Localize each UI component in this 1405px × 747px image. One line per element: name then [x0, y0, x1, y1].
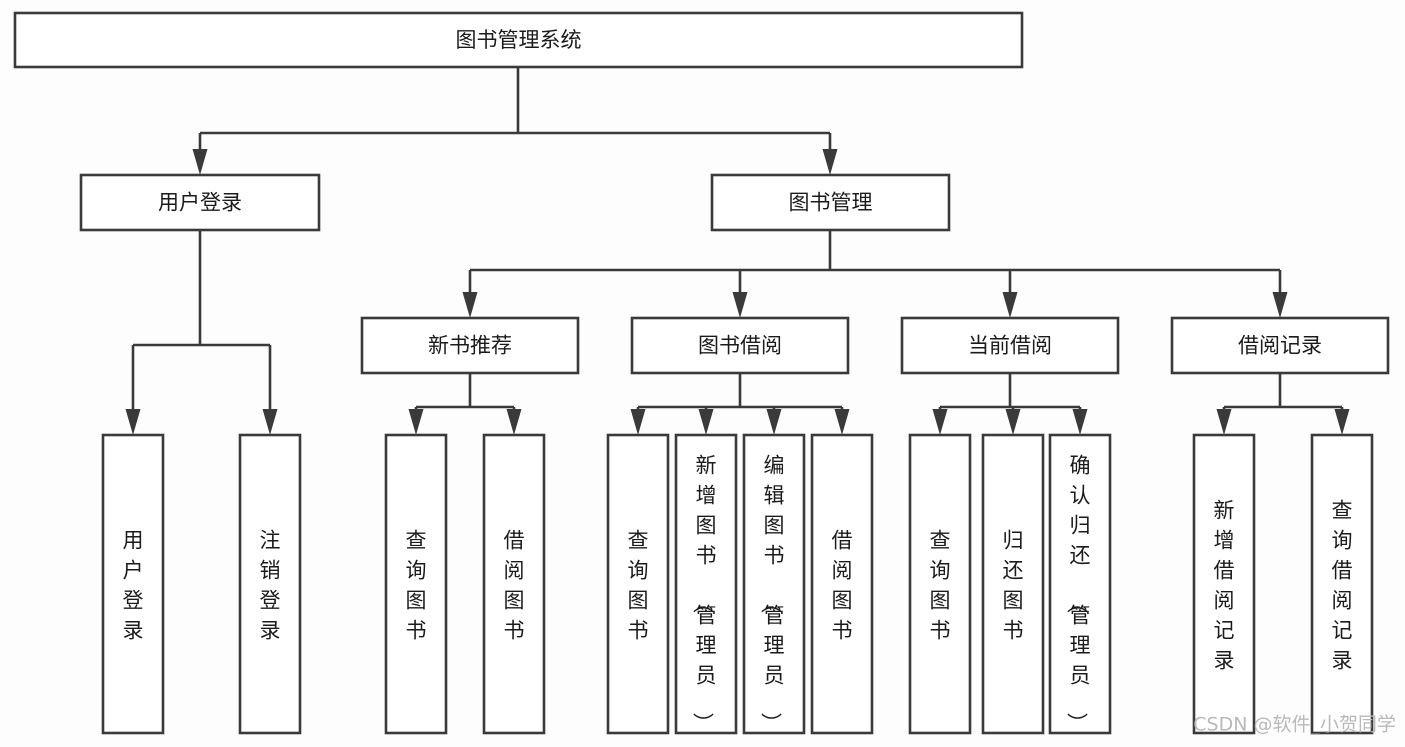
node-leaf-query-book-1-label: 查询图书 [406, 528, 427, 642]
node-leaf-add-book-box[interactable] [674, 433, 738, 735]
book-borrow-leaf-arrow-3-head [834, 409, 850, 435]
node-leaf-user-login[interactable]: 用户登录 [101, 433, 165, 735]
node-book-borrow[interactable]: 图书借阅 [630, 316, 850, 375]
node-leaf-query-book-1-box[interactable] [384, 433, 448, 735]
root-arrow-1-head [822, 149, 838, 175]
node-leaf-borrow-book-1-box[interactable] [482, 433, 546, 735]
node-current-borrow-box[interactable] [900, 316, 1120, 375]
node-leaf-add-book-label: 新增图书（管理员） [691, 453, 717, 733]
node-leaf-edit-book-box[interactable] [742, 433, 806, 735]
node-user-login[interactable]: 用户登录 [79, 173, 321, 232]
node-leaf-return-book-label: 归还图书 [1003, 528, 1024, 642]
borrow-record-leaf-arrow-1-head [1334, 409, 1350, 435]
node-leaf-query-record[interactable]: 查询借阅记录 [1310, 433, 1374, 735]
node-leaf-confirm-return[interactable]: 确认归还（管理员） [1048, 433, 1112, 735]
csdn-watermark: CSDN @软件_小贺同学 [1193, 714, 1396, 736]
node-borrow-record-box[interactable] [1170, 316, 1390, 375]
node-leaf-query-book-3[interactable]: 查询图书 [908, 433, 972, 735]
node-leaf-return-book[interactable]: 归还图书 [981, 433, 1045, 735]
node-leaf-add-record[interactable]: 新增借阅记录 [1192, 433, 1256, 735]
book-manage-arrow-2-head [1002, 292, 1018, 318]
node-leaf-borrow-book-2-box[interactable] [810, 433, 874, 735]
node-leaf-query-book-1[interactable]: 查询图书 [384, 433, 448, 735]
node-current-borrow-label: 当前借阅 [968, 334, 1052, 358]
node-leaf-borrow-book-2[interactable]: 借阅图书 [810, 433, 874, 735]
node-leaf-confirm-return-box[interactable] [1048, 433, 1112, 735]
node-leaf-logout[interactable]: 注销登录 [238, 433, 302, 735]
node-book-manage[interactable]: 图书管理 [710, 173, 951, 232]
node-leaf-user-login-box[interactable] [101, 433, 165, 735]
node-borrow-record-label: 借阅记录 [1238, 334, 1322, 358]
node-leaf-borrow-book-2-label: 借阅图书 [832, 528, 853, 642]
node-root-label: 图书管理系统 [456, 28, 582, 52]
borrow-record-leaf-arrow-0-head [1216, 409, 1232, 435]
node-borrow-record[interactable]: 借阅记录 [1170, 316, 1390, 375]
connector-layer [125, 67, 1350, 435]
node-book-borrow-label: 图书借阅 [698, 334, 782, 358]
node-leaf-query-book-2[interactable]: 查询图书 [606, 433, 670, 735]
current-borrow-leaf-arrow-2-head [1072, 409, 1088, 435]
book-manage-arrow-0-head [462, 292, 478, 318]
node-leaf-borrow-book-1-label: 借阅图书 [504, 528, 525, 642]
node-leaf-borrow-book-1[interactable]: 借阅图书 [482, 433, 546, 735]
node-user-login-label: 用户登录 [158, 191, 242, 215]
node-new-book-rec[interactable]: 新书推荐 [360, 316, 580, 375]
user-login-leaf-arrow-0-head [125, 409, 141, 435]
node-leaf-logout-label: 注销登录 [260, 528, 281, 642]
node-user-login-box[interactable] [79, 173, 321, 232]
node-leaf-query-book-2-box[interactable] [606, 433, 670, 735]
node-leaf-return-book-box[interactable] [981, 433, 1045, 735]
node-leaf-logout-box[interactable] [238, 433, 302, 735]
node-current-borrow[interactable]: 当前借阅 [900, 316, 1120, 375]
node-book-manage-label: 图书管理 [789, 191, 873, 215]
node-book-manage-box[interactable] [710, 173, 951, 232]
node-leaf-query-record-box[interactable] [1310, 433, 1374, 735]
node-leaf-query-book-3-box[interactable] [908, 433, 972, 735]
node-leaf-query-book-2-label: 查询图书 [628, 528, 649, 642]
book-manage-arrow-3-head [1272, 292, 1288, 318]
node-new-book-rec-box[interactable] [360, 316, 580, 375]
book-borrow-leaf-arrow-2-head [766, 409, 782, 435]
root-arrow-0-head [192, 149, 208, 175]
node-leaf-add-record-box[interactable] [1192, 433, 1256, 735]
node-leaf-add-book[interactable]: 新增图书（管理员） [674, 433, 738, 735]
node-leaf-query-book-3-label: 查询图书 [930, 528, 951, 642]
node-leaf-user-login-label: 用户登录 [123, 528, 144, 642]
new-book-rec-leaf-arrow-1-head [506, 409, 522, 435]
current-borrow-leaf-arrow-0-head [932, 409, 948, 435]
node-leaf-edit-book-label: 编辑图书（管理员） [759, 453, 785, 733]
node-new-book-rec-label: 新书推荐 [428, 334, 512, 358]
node-layer: 图书管理系统用户登录图书管理新书推荐图书借阅当前借阅借阅记录用户登录注销登录查询… [13, 11, 1390, 735]
node-root[interactable]: 图书管理系统 [13, 11, 1024, 69]
node-leaf-add-record-label: 新增借阅记录 [1214, 498, 1235, 672]
node-book-borrow-box[interactable] [630, 316, 850, 375]
node-leaf-edit-book[interactable]: 编辑图书（管理员） [742, 433, 806, 735]
book-borrow-leaf-arrow-0-head [630, 409, 646, 435]
user-login-leaf-arrow-1-head [262, 409, 278, 435]
book-borrow-leaf-arrow-1-head [698, 409, 714, 435]
new-book-rec-leaf-arrow-0-head [408, 409, 424, 435]
current-borrow-leaf-arrow-1-head [1005, 409, 1021, 435]
node-root-box[interactable] [13, 11, 1024, 69]
node-leaf-query-record-label: 查询借阅记录 [1332, 498, 1353, 672]
node-leaf-confirm-return-label: 确认归还（管理员） [1065, 453, 1091, 733]
book-manage-arrow-1-head [732, 292, 748, 318]
